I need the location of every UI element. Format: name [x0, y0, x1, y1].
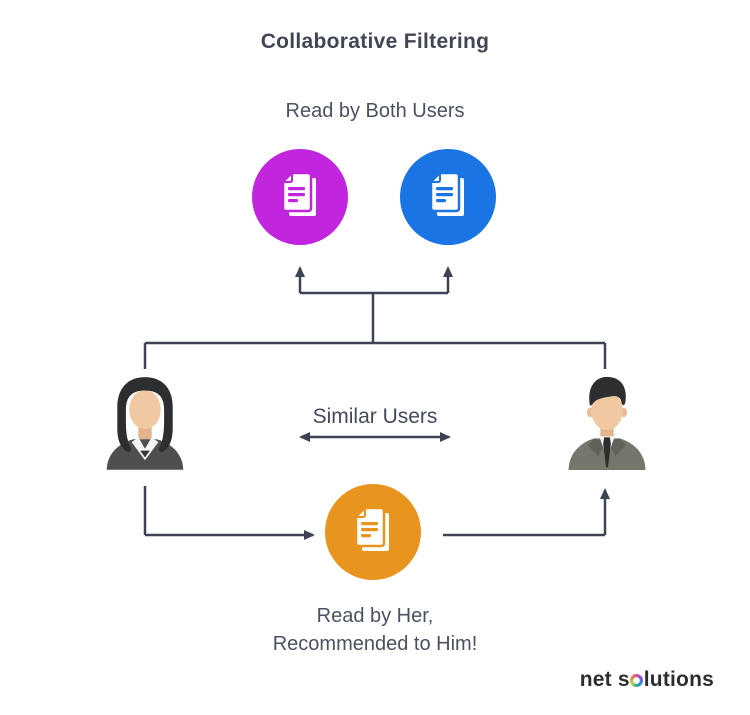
logo-word-net: net	[579, 668, 612, 691]
male-user-avatar	[568, 376, 646, 470]
document-stack-icon	[429, 171, 464, 216]
logo-word-s: s	[617, 668, 630, 691]
logo-colored-o-icon	[630, 674, 644, 687]
diagram-title: Collaborative Filtering	[260, 30, 490, 53]
net-solutions-logo: net s lutions	[580, 668, 714, 692]
man-lapel-right	[607, 438, 627, 457]
woman-face	[129, 389, 161, 430]
similar-users-label: Similar Users	[312, 405, 438, 428]
bottom-label-line2: Recommended to Him!	[272, 633, 478, 655]
woman-hair	[117, 377, 173, 453]
bottom-label-line1: Read by Her,	[316, 605, 434, 627]
document-stack-icon	[354, 506, 389, 551]
man-face	[591, 390, 623, 431]
man-lapel-left	[587, 438, 607, 457]
woman-blouse-v	[140, 450, 150, 458]
bottom-label: Read by Her, Recommended to Him!	[0, 602, 750, 658]
documents-magenta-node	[252, 149, 348, 245]
man-tie	[603, 437, 611, 468]
female-user-avatar	[106, 377, 184, 470]
man-hair	[589, 376, 626, 406]
top-label: Read by Both Users	[285, 100, 465, 122]
documents-orange-node	[325, 484, 421, 580]
logo-word-lutions: lutions	[643, 668, 714, 691]
documents-blue-node	[400, 149, 496, 245]
woman-collar	[131, 437, 159, 461]
document-stack-icon	[281, 171, 316, 216]
